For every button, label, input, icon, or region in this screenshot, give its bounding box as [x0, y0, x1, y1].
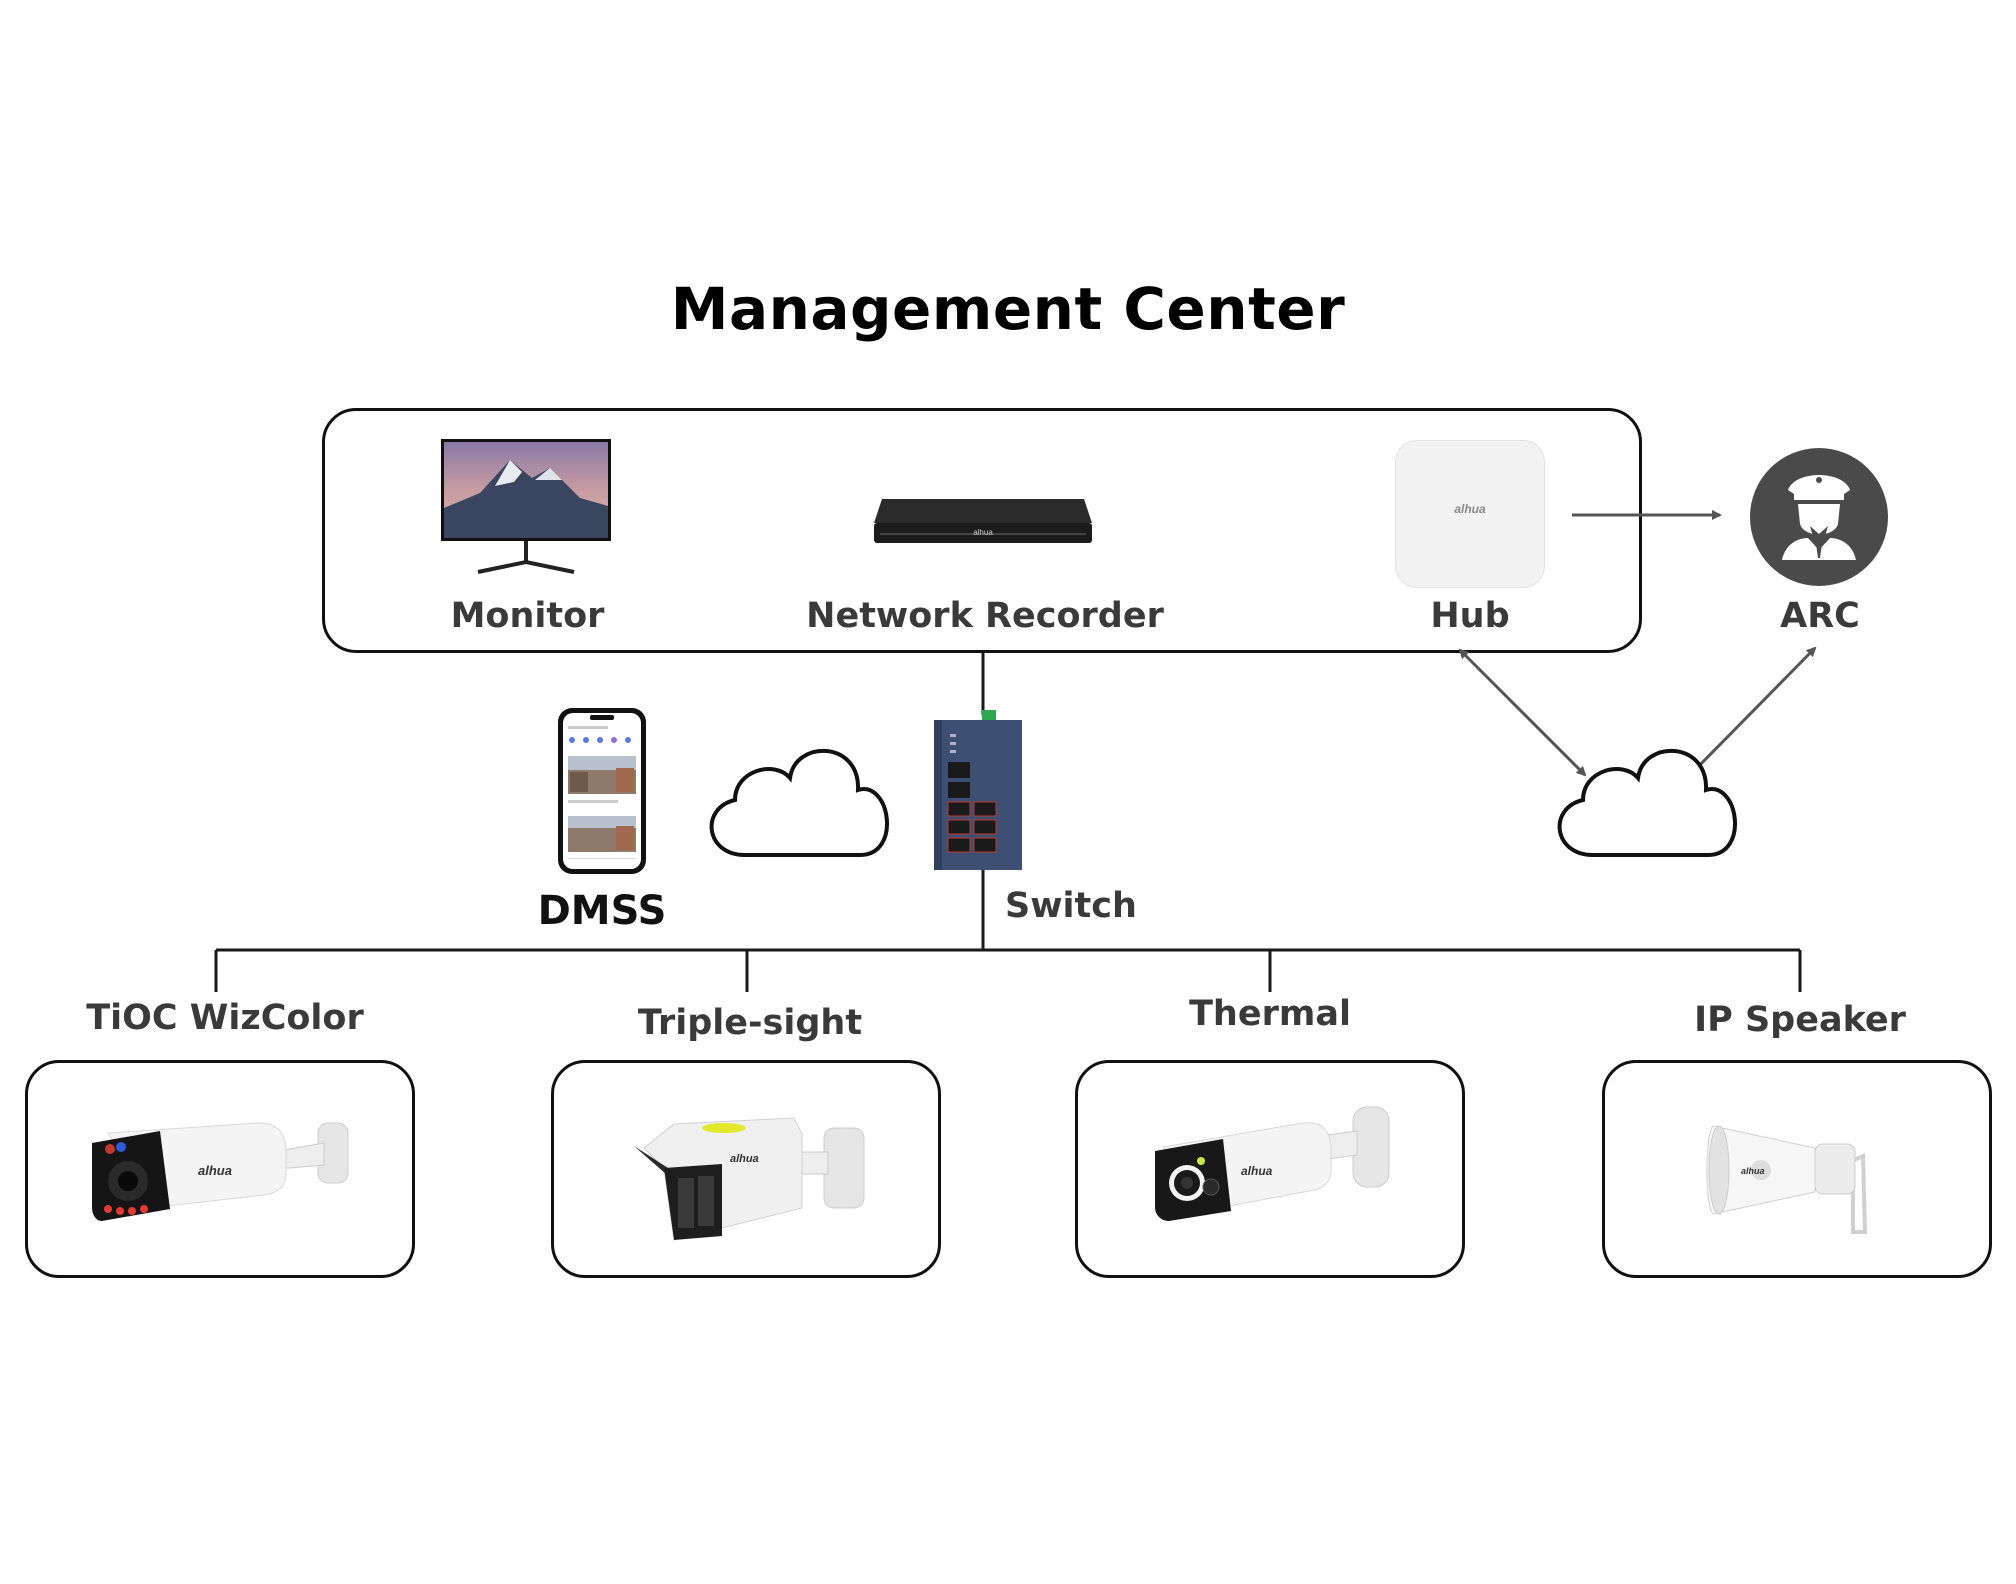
cloud-icon: [1557, 748, 1737, 857]
recorder-logo: alhua: [973, 528, 993, 537]
thermal-camera-icon: alhua: [1155, 1106, 1390, 1221]
device-label-thermal: Thermal: [1189, 994, 1351, 1034]
switch-icon: [934, 710, 1022, 870]
arc-label: ARC: [1780, 596, 1860, 636]
switch-label: Switch: [1005, 886, 1137, 926]
phone-app-icon: [563, 713, 641, 869]
triple-sight-camera-icon: alhua: [634, 1117, 865, 1241]
network-recorder-device: alhua: [872, 495, 1094, 547]
device-box-triple-sight: alhua: [551, 1060, 941, 1278]
cloud-icon: [709, 748, 889, 857]
device-box-ip-speaker: alhua: [1602, 1060, 1992, 1278]
hub-cloud-arrow: [1458, 648, 1587, 777]
monitor-device: [440, 438, 612, 576]
network-recorder-icon: alhua: [874, 499, 1092, 543]
dmss-phone: [558, 708, 646, 874]
arc-device: [1750, 448, 1888, 586]
camera-logo: alhua: [198, 1163, 232, 1178]
monitor-label: Monitor: [450, 596, 605, 636]
hub-logo: alhua: [1454, 502, 1486, 516]
monitor-icon: [441, 439, 611, 574]
camera-logo: alhua: [730, 1153, 759, 1165]
bullet-camera-icon: alhua: [92, 1122, 349, 1221]
device-box-thermal: alhua: [1075, 1060, 1465, 1278]
device-box-tioc: alhua: [25, 1060, 415, 1278]
network-switch: [930, 710, 1030, 875]
dmss-label: DMSS: [537, 888, 667, 934]
device-label-tioc: TiOC WizColor: [86, 998, 364, 1038]
horn-speaker-icon: alhua: [1706, 1125, 1868, 1234]
cloud-arc-arrow: [1688, 646, 1817, 777]
security-guard-icon: [1782, 475, 1856, 560]
camera-logo: alhua: [1241, 1164, 1273, 1178]
hub-device: alhua: [1395, 440, 1545, 588]
diagram-title: Management Center: [670, 275, 1346, 343]
network-recorder-label: Network Recorder: [806, 596, 1164, 636]
device-label-ip-speaker: IP Speaker: [1694, 1000, 1906, 1040]
speaker-logo: alhua: [1741, 1166, 1765, 1176]
hub-label: Hub: [1430, 596, 1510, 636]
device-label-triple-sight: Triple-sight: [637, 1003, 863, 1043]
